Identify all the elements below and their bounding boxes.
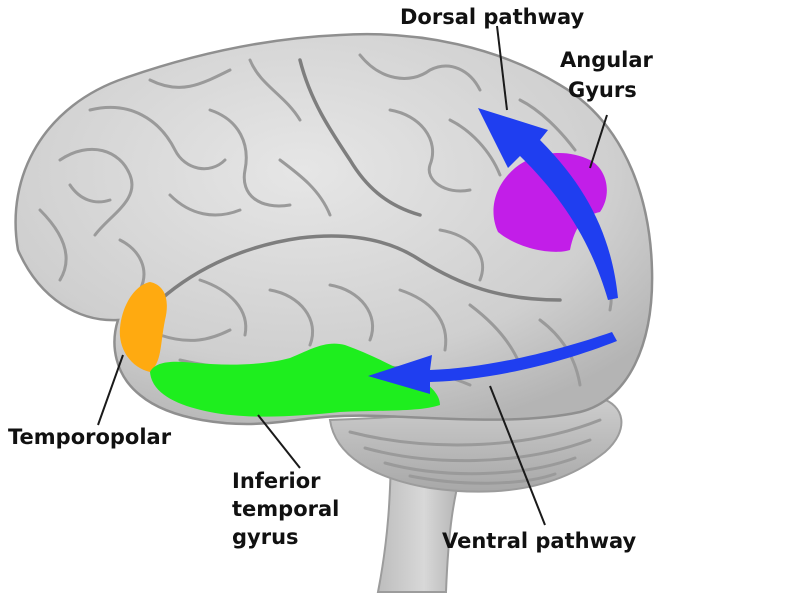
leader-lines: [97, 25, 608, 526]
ventral-pathway-arrow: [368, 332, 617, 394]
angular-gyrus-region: [493, 153, 607, 252]
cerebellum-folia: [348, 418, 602, 485]
angular-gyrus-label-line2: Gyurs: [568, 78, 637, 102]
inferior-leader: [257, 414, 301, 469]
temporopolar-leader: [97, 354, 124, 426]
angular-leader: [589, 114, 608, 169]
cortex-folds: [38, 53, 613, 387]
ventral-leader: [489, 385, 546, 526]
angular-gyrus-label-line1: Angular: [560, 48, 654, 72]
dorsal-pathway-label: Dorsal pathway: [400, 5, 585, 29]
inferior-temporal-label-line2: temporal: [232, 497, 339, 521]
inferior-temporal-gyrus-region: [150, 343, 440, 417]
dorsal-pathway-arrow: [478, 108, 618, 300]
ventral-pathway-label: Ventral pathway: [442, 529, 636, 553]
temporopolar-region: [119, 282, 167, 372]
dorsal-leader: [496, 25, 508, 111]
temporopolar-label: Temporopolar: [8, 425, 172, 449]
inferior-temporal-label-line1: Inferior: [232, 469, 321, 493]
inferior-temporal-label-line3: gyrus: [232, 525, 299, 549]
